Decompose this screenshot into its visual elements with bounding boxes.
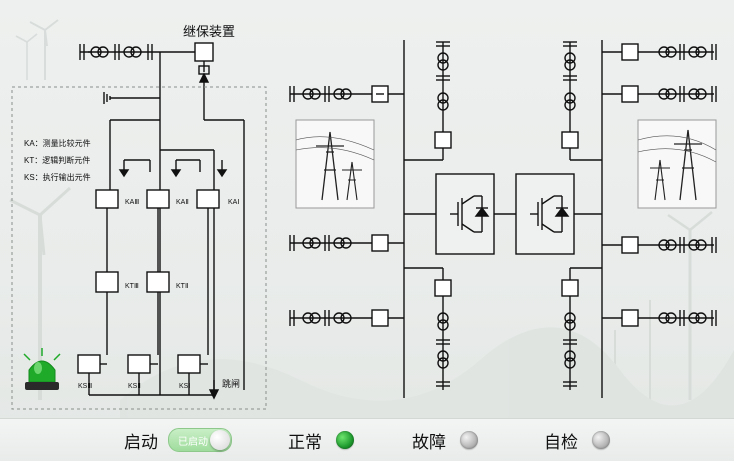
ka1-label: KAⅠ <box>228 199 239 206</box>
start-toggle-text: 已启动 <box>178 437 208 448</box>
trip-label: 跳闸 <box>222 378 240 389</box>
relay-device-boundary <box>11 86 267 410</box>
ks2-label: KSⅡ <box>128 383 141 390</box>
transmission-tower-left-icon <box>295 119 375 209</box>
protection-diagram: 继保装置 KA：测量比较元件 KT：逻辑判断元件 KS：执行输出元件 KAⅢ K… <box>9 19 734 418</box>
status-bar: 启动 已启动 正常 故障 自检 <box>0 418 734 461</box>
relay-device <box>77 42 245 400</box>
toggle-knob <box>210 430 230 450</box>
transmission-tower-right-icon <box>637 119 717 209</box>
start-label: 启动 <box>124 432 158 452</box>
converter-right-igbt-icon <box>530 195 570 233</box>
selfcheck-led-icon <box>592 431 610 449</box>
ka2-label: KAⅡ <box>176 199 189 206</box>
ks3-label: KSⅢ <box>78 383 92 390</box>
normal-label: 正常 <box>288 432 322 452</box>
alarm-light-icon <box>23 348 61 390</box>
kt2-label: KTⅡ <box>176 283 188 290</box>
ka3-label: KAⅢ <box>125 199 139 206</box>
legend-kt: KT：逻辑判断元件 <box>24 155 90 165</box>
legend-ks: KS：执行输出元件 <box>24 172 91 182</box>
kt3-label: KTⅢ <box>125 283 139 290</box>
ks1-label: KSⅠ <box>179 383 190 390</box>
selfcheck-label: 自检 <box>544 432 578 452</box>
fault-label: 故障 <box>412 432 446 452</box>
legend-ka: KA：测量比较元件 <box>24 138 91 148</box>
relay-device-title: 继保装置 <box>183 24 235 39</box>
fault-led-icon <box>460 431 478 449</box>
power-network <box>289 40 717 398</box>
normal-led-icon <box>336 431 354 449</box>
background-turbines <box>9 19 734 418</box>
converter-left-igbt-icon <box>450 195 490 233</box>
start-toggle[interactable]: 已启动 <box>168 428 232 452</box>
